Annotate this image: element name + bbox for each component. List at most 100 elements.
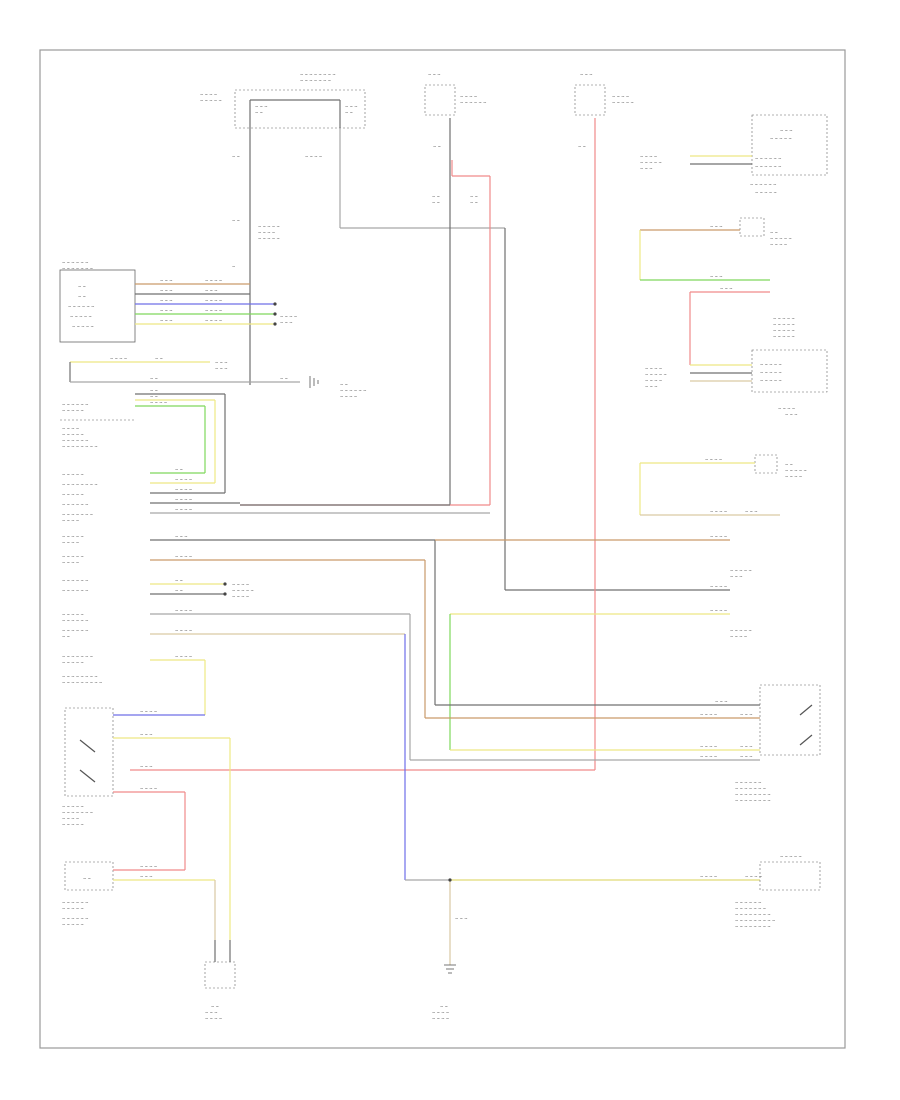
sensor-lower-left: ~ ~ ~ ~ ~ ~ ~ ~ ~ ~ ~ ~ ~ ~ ~ ~ ~ ~ ~ ~ … bbox=[62, 861, 114, 927]
svg-text:~ ~ ~: ~ ~ ~ bbox=[715, 699, 728, 704]
fuse-block-mid: ~ ~ ~ ~ ~ ~ ~ ~ ~ ~ ~ ~ ~ bbox=[424, 72, 486, 116]
svg-text:~ ~ ~: ~ ~ ~ bbox=[455, 916, 468, 921]
svg-text:~ ~ ~ ~ ~: ~ ~ ~ ~ ~ bbox=[640, 160, 662, 165]
svg-text:~ ~: ~ ~ bbox=[432, 194, 440, 199]
svg-text:~ ~ ~ ~: ~ ~ ~ ~ bbox=[62, 816, 79, 821]
svg-text:~ ~ ~: ~ ~ ~ bbox=[640, 166, 653, 171]
fuse-block-right: ~ ~ ~ ~ ~ ~ ~ ~ ~ ~ ~ ~ bbox=[574, 72, 634, 116]
svg-text:~ ~ ~ ~ ~: ~ ~ ~ ~ ~ bbox=[62, 612, 84, 617]
svg-text:~ ~ ~ ~: ~ ~ ~ ~ bbox=[645, 366, 662, 371]
svg-text:~ ~ ~ ~ ~: ~ ~ ~ ~ ~ bbox=[773, 334, 795, 339]
svg-text:~ ~ ~ ~: ~ ~ ~ ~ bbox=[205, 298, 222, 303]
svg-text:~ ~ ~ ~ ~ ~ ~ ~ ~: ~ ~ ~ ~ ~ ~ ~ ~ ~ bbox=[62, 680, 102, 685]
svg-text:~ ~ ~ ~ ~: ~ ~ ~ ~ ~ bbox=[62, 472, 84, 477]
svg-text:~ ~ ~ ~ ~: ~ ~ ~ ~ ~ bbox=[62, 922, 84, 927]
svg-text:~ ~ ~ ~ ~: ~ ~ ~ ~ ~ bbox=[770, 136, 792, 141]
svg-text:~ ~ ~ ~ ~ ~ ~ ~: ~ ~ ~ ~ ~ ~ ~ ~ bbox=[62, 482, 98, 487]
switch-block-r2: ~ ~ ~ ~ ~ ~ ~ ~ ~ ~ ~ bbox=[754, 454, 807, 479]
connector-main: ~ ~ ~ ~ ~ ~ ~ ~ ~ ~ ~ ~ ~ ~ ~ ~ ~ ~ ~ ~ … bbox=[62, 472, 98, 523]
svg-text:~ ~ ~ ~: ~ ~ ~ ~ bbox=[710, 534, 727, 539]
svg-text:~ ~ ~: ~ ~ ~ bbox=[710, 274, 723, 279]
svg-text:~ ~ ~ ~ ~ ~ ~: ~ ~ ~ ~ ~ ~ ~ bbox=[62, 654, 93, 659]
svg-text:~ ~ ~ ~: ~ ~ ~ ~ bbox=[778, 406, 795, 411]
svg-text:~ ~: ~ ~ bbox=[232, 218, 240, 223]
svg-text:~ ~ ~ ~: ~ ~ ~ ~ bbox=[432, 1016, 449, 1021]
svg-text:~ ~ ~: ~ ~ ~ bbox=[720, 286, 733, 291]
svg-text:~ ~ ~ ~ ~: ~ ~ ~ ~ ~ bbox=[62, 660, 84, 665]
svg-text:~ ~ ~ ~ ~ ~: ~ ~ ~ ~ ~ ~ bbox=[62, 916, 88, 921]
svg-text:~ ~ ~ ~ ~: ~ ~ ~ ~ ~ bbox=[730, 628, 752, 633]
svg-text:~ ~ ~: ~ ~ ~ bbox=[175, 534, 188, 539]
svg-text:~ ~ ~ ~ ~: ~ ~ ~ ~ ~ bbox=[760, 378, 782, 383]
connector-right-mid: ~ ~ ~ ~ ~ ~ ~ ~ ~ ~ ~ ~ ~ ~ ~ ~ ~ ~ ~ ~ … bbox=[751, 316, 828, 417]
svg-text:~ ~ ~ ~: ~ ~ ~ ~ bbox=[200, 92, 217, 97]
svg-text:~ ~ ~ ~ ~ ~ ~: ~ ~ ~ ~ ~ ~ ~ bbox=[62, 512, 93, 517]
svg-text:~ ~ ~ ~: ~ ~ ~ ~ bbox=[62, 540, 79, 545]
svg-text:~ ~ ~ ~: ~ ~ ~ ~ bbox=[700, 874, 717, 879]
svg-text:~ ~ ~: ~ ~ ~ bbox=[740, 754, 753, 759]
svg-text:~ ~ ~ ~ ~ ~: ~ ~ ~ ~ ~ ~ bbox=[62, 502, 88, 507]
svg-text:~ ~ ~ ~ ~: ~ ~ ~ ~ ~ bbox=[258, 236, 280, 241]
svg-text:~ ~ ~ ~ ~ ~: ~ ~ ~ ~ ~ ~ bbox=[68, 304, 94, 309]
svg-text:~ ~ ~ ~: ~ ~ ~ ~ bbox=[700, 754, 717, 759]
svg-text:~ ~ ~ ~: ~ ~ ~ ~ bbox=[175, 497, 192, 502]
svg-text:~ ~ ~ ~ ~: ~ ~ ~ ~ ~ bbox=[62, 534, 84, 539]
svg-text:~ ~ ~ ~ ~: ~ ~ ~ ~ ~ bbox=[760, 370, 782, 375]
svg-text:~ ~ ~ ~: ~ ~ ~ ~ bbox=[705, 457, 722, 462]
svg-text:~ ~ ~ ~: ~ ~ ~ ~ bbox=[175, 507, 192, 512]
svg-text:~ ~ ~: ~ ~ ~ bbox=[710, 224, 723, 229]
svg-text:~ ~ ~ ~ ~: ~ ~ ~ ~ ~ bbox=[62, 554, 84, 559]
svg-text:~ ~ ~ ~: ~ ~ ~ ~ bbox=[700, 712, 717, 717]
svg-text:~ ~ ~ ~ ~: ~ ~ ~ ~ ~ bbox=[773, 322, 795, 327]
svg-text:~ ~ ~ ~: ~ ~ ~ ~ bbox=[640, 154, 657, 159]
svg-text:~ ~ ~ ~ ~: ~ ~ ~ ~ ~ bbox=[645, 372, 667, 377]
svg-text:~ ~ ~ ~ ~ ~: ~ ~ ~ ~ ~ ~ bbox=[755, 164, 781, 169]
svg-text:~ ~ ~: ~ ~ ~ bbox=[580, 72, 593, 77]
ground-left: ~ ~ ~ ~ ~ ~ ~ ~ ~ bbox=[204, 961, 236, 1021]
svg-text:~ ~ ~ ~: ~ ~ ~ ~ bbox=[175, 477, 192, 482]
svg-text:~ ~ ~: ~ ~ ~ bbox=[255, 104, 268, 109]
svg-text:~ ~ ~ ~: ~ ~ ~ ~ bbox=[280, 314, 297, 319]
svg-text:~ ~ ~ ~: ~ ~ ~ ~ bbox=[150, 400, 167, 405]
ground-center: ~ ~ ~ ~ ~ ~ ~ ~ ~ ~ bbox=[432, 964, 456, 1021]
svg-text:~ ~ ~: ~ ~ ~ bbox=[780, 128, 793, 133]
svg-text:~ ~ ~ ~: ~ ~ ~ ~ bbox=[258, 230, 275, 235]
svg-text:~ ~ ~ ~: ~ ~ ~ ~ bbox=[140, 864, 157, 869]
svg-text:~ ~ ~ ~ ~: ~ ~ ~ ~ ~ bbox=[780, 854, 802, 859]
svg-text:~ ~ ~ ~: ~ ~ ~ ~ bbox=[205, 278, 222, 283]
svg-text:~ ~ ~: ~ ~ ~ bbox=[785, 412, 798, 417]
svg-text:~ ~ ~ ~ ~ ~ ~ ~: ~ ~ ~ ~ ~ ~ ~ ~ bbox=[735, 912, 771, 917]
svg-text:~ ~ ~ ~: ~ ~ ~ ~ bbox=[205, 318, 222, 323]
svg-text:~ ~ ~ ~ ~: ~ ~ ~ ~ ~ bbox=[62, 906, 84, 911]
svg-text:~ ~ ~ ~ ~ ~ ~ ~: ~ ~ ~ ~ ~ ~ ~ ~ bbox=[735, 792, 771, 797]
svg-text:~ ~ ~: ~ ~ ~ bbox=[215, 366, 228, 371]
svg-text:~ ~: ~ ~ bbox=[150, 376, 158, 381]
svg-text:~ ~ ~ ~: ~ ~ ~ ~ bbox=[710, 608, 727, 613]
svg-text:~ ~ ~ ~: ~ ~ ~ ~ bbox=[175, 554, 192, 559]
svg-text:~ ~ ~ ~ ~ ~: ~ ~ ~ ~ ~ ~ bbox=[755, 156, 781, 161]
switch-block-r1: ~ ~ ~ ~ ~ ~ ~ ~ ~ ~ ~ bbox=[739, 217, 792, 247]
ground-icon bbox=[309, 376, 319, 388]
svg-text:~ ~ ~ ~: ~ ~ ~ ~ bbox=[700, 744, 717, 749]
svg-text:~ ~: ~ ~ bbox=[155, 356, 163, 361]
svg-text:~ ~: ~ ~ bbox=[175, 588, 183, 593]
svg-text:~ ~ ~ ~: ~ ~ ~ ~ bbox=[612, 94, 629, 99]
svg-text:~ ~: ~ ~ bbox=[150, 394, 158, 399]
svg-text:~ ~ ~ ~ ~ ~: ~ ~ ~ ~ ~ ~ bbox=[62, 900, 88, 905]
svg-text:~ ~ ~ ~ ~ ~: ~ ~ ~ ~ ~ ~ bbox=[62, 618, 88, 623]
svg-text:~ ~ ~ ~: ~ ~ ~ ~ bbox=[232, 594, 249, 599]
svg-text:~ ~ ~ ~ ~ ~ ~ ~: ~ ~ ~ ~ ~ ~ ~ ~ bbox=[735, 798, 771, 803]
svg-text:~ ~ ~ ~ ~ ~ ~ ~ ~: ~ ~ ~ ~ ~ ~ ~ ~ ~ bbox=[735, 918, 775, 923]
svg-text:~ ~ ~ ~ ~ ~: ~ ~ ~ ~ ~ ~ bbox=[735, 780, 761, 785]
svg-text:~ ~ ~ ~: ~ ~ ~ ~ bbox=[645, 378, 662, 383]
svg-text:~ ~ ~: ~ ~ ~ bbox=[730, 574, 743, 579]
svg-text:~ ~ ~: ~ ~ ~ bbox=[160, 288, 173, 293]
svg-text:~ ~ ~ ~: ~ ~ ~ ~ bbox=[110, 356, 127, 361]
svg-text:~ ~ ~: ~ ~ ~ bbox=[140, 732, 153, 737]
svg-text:~ ~ ~ ~: ~ ~ ~ ~ bbox=[785, 474, 802, 479]
svg-text:~ ~ ~ ~ ~: ~ ~ ~ ~ ~ bbox=[70, 314, 92, 319]
svg-text:~ ~ ~ ~ ~ ~: ~ ~ ~ ~ ~ ~ bbox=[460, 100, 486, 105]
svg-text:~ ~ ~ ~ ~ ~ ~: ~ ~ ~ ~ ~ ~ ~ bbox=[735, 906, 766, 911]
svg-text:~ ~ ~: ~ ~ ~ bbox=[205, 288, 218, 293]
